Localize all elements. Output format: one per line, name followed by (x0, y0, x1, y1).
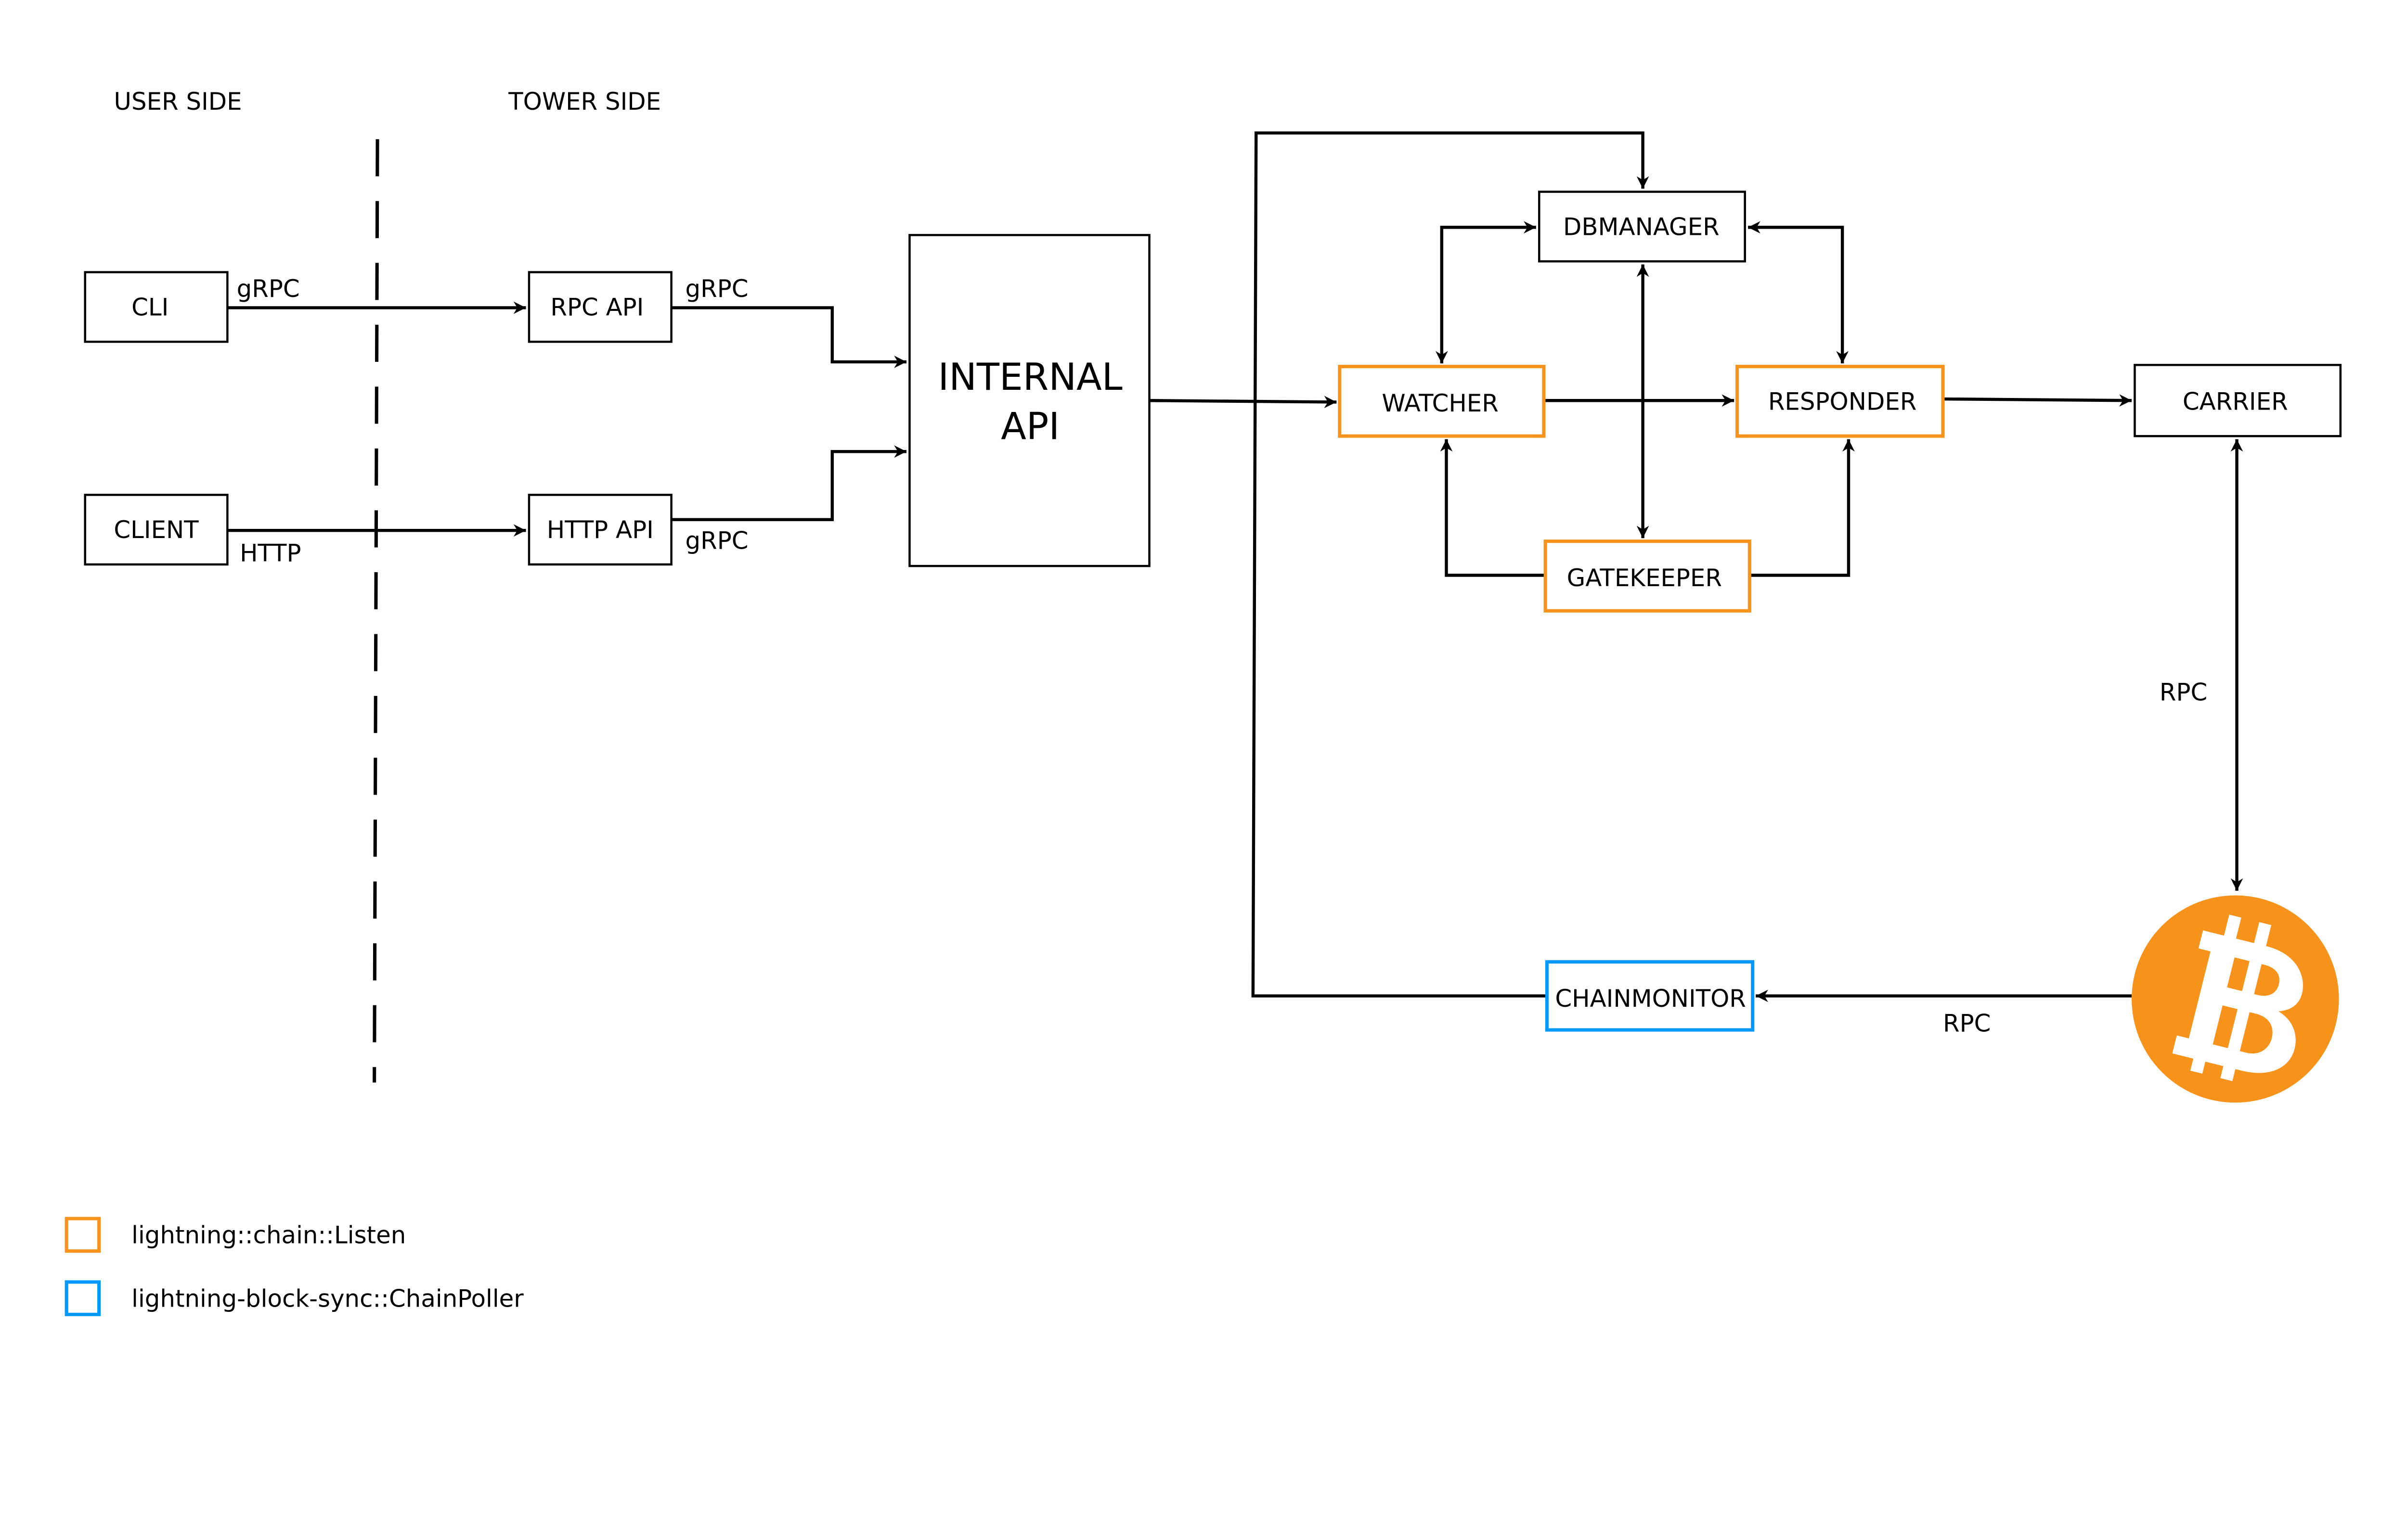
node-http-api: HTTP API (528, 494, 673, 566)
legend-item-chainpoller: lightning-block-sync::ChainPoller (65, 1280, 524, 1316)
legend-label-chainpoller: lightning-block-sync::ChainPoller (131, 1284, 524, 1312)
edge-httpapi-internal (671, 445, 907, 521)
node-internal-api-label-1: INTERNAL (938, 356, 1122, 399)
node-internal-api: INTERNAL API (908, 234, 1151, 567)
node-client-label: CLIENT (114, 516, 199, 544)
node-rpc-api-label: RPC API (550, 294, 644, 321)
node-carrier-label: CARRIER (2183, 388, 2288, 416)
node-cli-label: CLI (131, 294, 168, 321)
legend: lightning::chain::Listen lightning-block… (65, 1217, 524, 1316)
edge-gatekeeper-watcher (1440, 439, 1546, 577)
node-responder: RESPONDER (1735, 365, 1945, 438)
edge-dbmanager-watcher (1436, 221, 1536, 364)
architecture-diagram: USER SIDE TOWER SIDE gRPC HTTP gRPC gRPC… (65, 88, 2342, 1316)
edge-responder-carrier (1942, 394, 2132, 407)
node-watcher-label: WATCHER (1382, 389, 1499, 417)
node-client: CLIENT (84, 494, 229, 566)
user-side-header: USER SIDE (114, 88, 242, 116)
legend-swatch-orange (65, 1217, 101, 1253)
label-client-http: HTTP (240, 539, 301, 567)
node-dbmanager-label: DBMANAGER (1563, 213, 1720, 241)
node-gatekeeper-label: GATEKEEPER (1567, 564, 1722, 592)
label-rpcapi-grpc: gRPC (686, 275, 749, 303)
label-httpapi-grpc: gRPC (686, 527, 749, 555)
node-chainmonitor-label: CHAINMONITOR (1555, 985, 1746, 1013)
node-internal-api-label-2: API (1001, 405, 1060, 449)
edges (227, 131, 2243, 1002)
edge-gatekeeper-responder (1749, 439, 1855, 577)
edge-dbmanager-responder (1748, 221, 1849, 364)
label-cli-grpc: gRPC (237, 275, 300, 303)
edge-rpcapi-internal (671, 306, 907, 368)
legend-label-listen: lightning::chain::Listen (131, 1221, 406, 1249)
node-cli: CLI (84, 271, 229, 343)
label-carrier-rpc: RPC (2160, 679, 2207, 706)
node-rpc-api: RPC API (528, 271, 673, 343)
side-divider (373, 139, 379, 1083)
legend-item-listen: lightning::chain::Listen (65, 1217, 406, 1253)
node-http-api-label: HTTP API (547, 516, 654, 544)
node-responder-label: RESPONDER (1768, 388, 1917, 416)
edge-chainmonitor-dbmanager (1251, 131, 1649, 998)
label-bitcoin-rpc: RPC (1943, 1009, 1991, 1037)
node-watcher: WATCHER (1338, 365, 1546, 438)
legend-swatch-blue (65, 1280, 101, 1316)
node-dbmanager: DBMANAGER (1538, 191, 1746, 263)
node-chainmonitor: CHAINMONITOR (1545, 960, 1755, 1032)
tower-side-header: TOWER SIDE (508, 88, 661, 116)
edge-internal-watcher (1149, 396, 1337, 409)
bitcoin-icon (2132, 895, 2339, 1103)
node-gatekeeper: GATEKEEPER (1543, 539, 1751, 613)
node-carrier: CARRIER (2134, 364, 2342, 437)
